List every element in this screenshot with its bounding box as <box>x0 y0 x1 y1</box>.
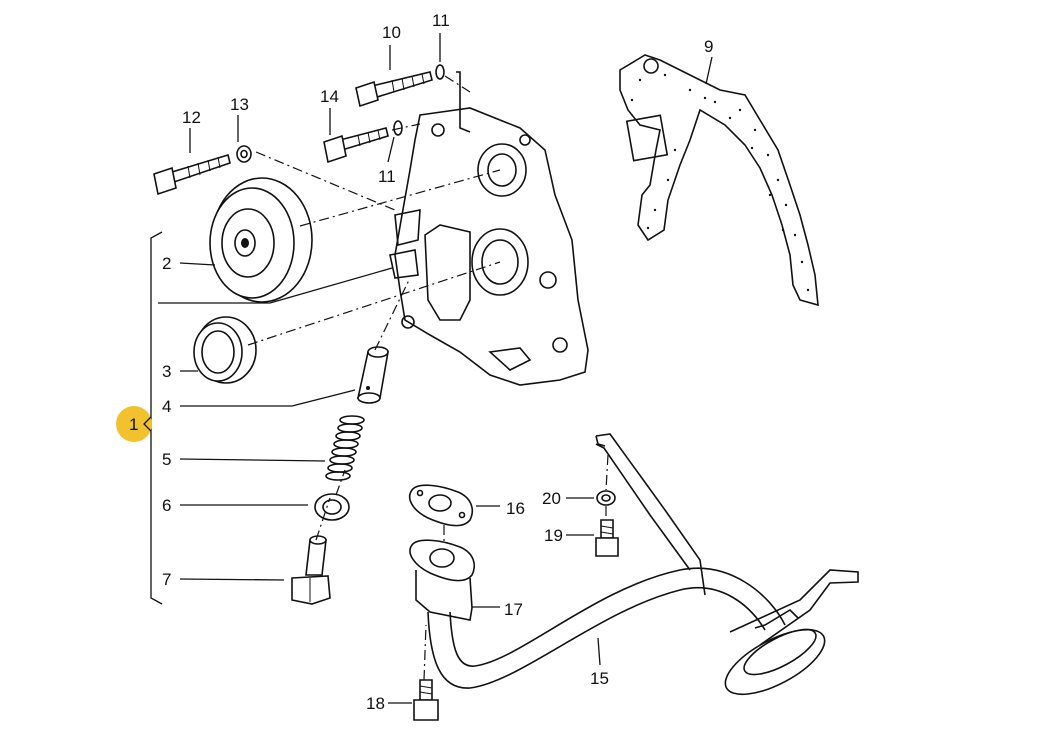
callout-7: 7 <box>162 570 171 589</box>
seal-part-3[interactable] <box>193 316 257 384</box>
gasket-part-16[interactable] <box>408 484 474 527</box>
callout-5: 5 <box>162 450 171 469</box>
callout-12: 12 <box>182 108 201 127</box>
callout-18: 18 <box>366 694 385 713</box>
pickup-tube-part-15[interactable] <box>427 433 859 707</box>
callout-13: 13 <box>230 95 249 114</box>
callout-11-lower: 11 <box>378 167 396 186</box>
bolt-part-10[interactable] <box>355 71 433 108</box>
chevron-left-icon <box>143 416 152 432</box>
callout-15: 15 <box>590 669 609 688</box>
group-bracket <box>150 231 163 605</box>
sleeve-part-4[interactable] <box>357 346 389 404</box>
callout-3: 3 <box>162 362 171 381</box>
callout-14: 14 <box>320 87 339 106</box>
callout-4: 4 <box>162 397 171 416</box>
gasket-part-9[interactable] <box>619 54 819 307</box>
callout-2: 2 <box>162 254 171 273</box>
flange-part-17[interactable] <box>409 539 476 621</box>
spring-part-5[interactable] <box>325 415 365 481</box>
bolt-part-12[interactable] <box>153 153 231 196</box>
bolt-part-14[interactable] <box>323 127 389 164</box>
oil-pump-housing[interactable] <box>389 107 589 386</box>
washer-part-20[interactable] <box>596 490 616 506</box>
callout-1: 1 <box>129 415 138 434</box>
washer-part-13[interactable] <box>236 145 252 163</box>
bolt-part-19[interactable] <box>595 519 619 557</box>
callout-10: 10 <box>382 23 401 42</box>
callout-6: 6 <box>162 496 171 515</box>
callout-9: 9 <box>704 37 713 56</box>
washer-part-6[interactable] <box>314 493 350 521</box>
lock-washer-part-11-top[interactable] <box>435 64 471 133</box>
gasket-dots <box>630 73 810 292</box>
plug-part-7[interactable] <box>291 535 331 605</box>
callout-19: 19 <box>544 526 563 545</box>
pulley-part-2[interactable] <box>209 177 313 303</box>
assembly-lines <box>247 75 609 681</box>
callout-16: 16 <box>506 499 525 518</box>
callout-1-marker[interactable]: 1 <box>116 406 152 442</box>
lock-washer-part-11-lower[interactable] <box>393 120 403 136</box>
callout-17: 17 <box>504 600 523 619</box>
bolt-part-18[interactable] <box>413 679 439 721</box>
callout-11-top: 11 <box>432 11 450 30</box>
callout-20: 20 <box>542 489 561 508</box>
